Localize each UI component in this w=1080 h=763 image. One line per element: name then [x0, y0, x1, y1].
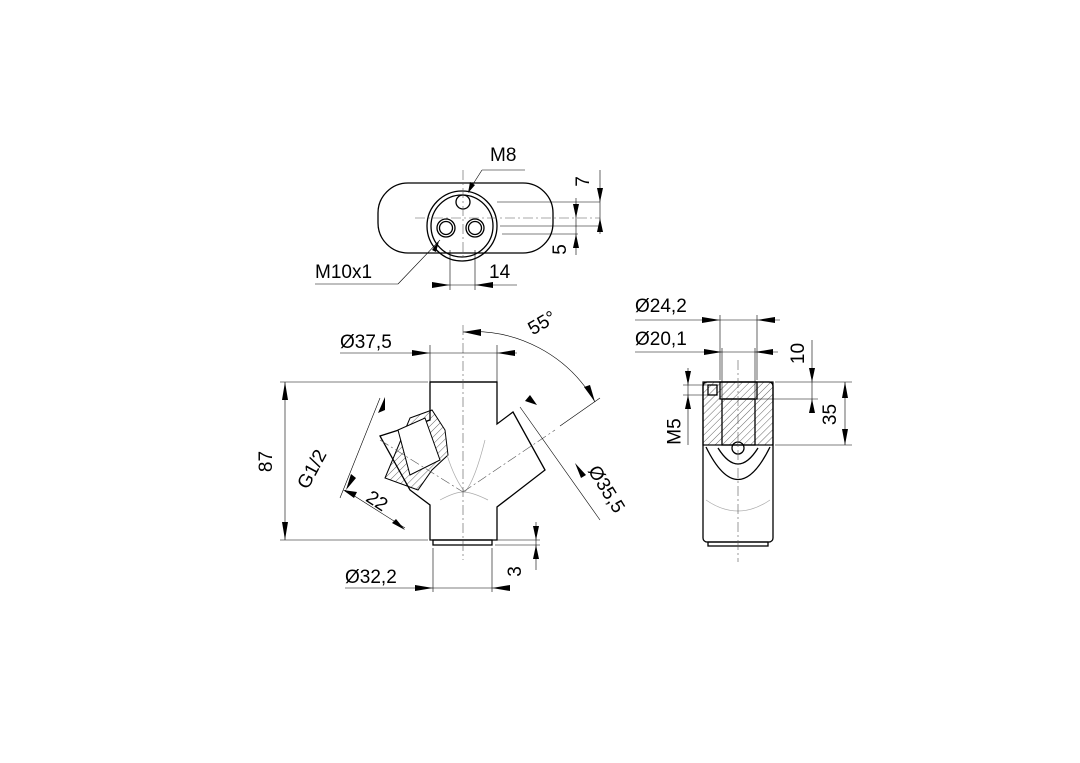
inner-bore-label: Ø20,1	[635, 329, 687, 350]
bottom-step-label: 3	[504, 566, 526, 577]
m10-hole-right	[465, 218, 485, 238]
top-view	[315, 169, 603, 290]
top-port-outer	[426, 190, 498, 262]
hole-spacing-label: 14	[489, 262, 511, 283]
front-view	[280, 325, 601, 592]
offset-lower-label: 5	[549, 244, 571, 255]
screw-thread-label: M5	[664, 418, 686, 445]
top-body-outline	[377, 182, 554, 254]
offset-upper-label: 7	[572, 176, 594, 187]
section-height-label: 35	[820, 403, 842, 426]
m10x1-label: M10x1	[315, 262, 373, 283]
m10-hole-left	[436, 218, 456, 238]
side-view	[635, 315, 852, 562]
bottom-stub	[432, 539, 493, 546]
bottom-diameter-label: Ø32,2	[345, 567, 397, 588]
top-diameter-label: Ø37,5	[340, 332, 392, 353]
outer-bore-label: Ø24,2	[635, 296, 687, 317]
bore-depth-label: 10	[788, 342, 810, 365]
m8-label: M8	[490, 145, 517, 166]
height-label: 87	[256, 450, 278, 473]
